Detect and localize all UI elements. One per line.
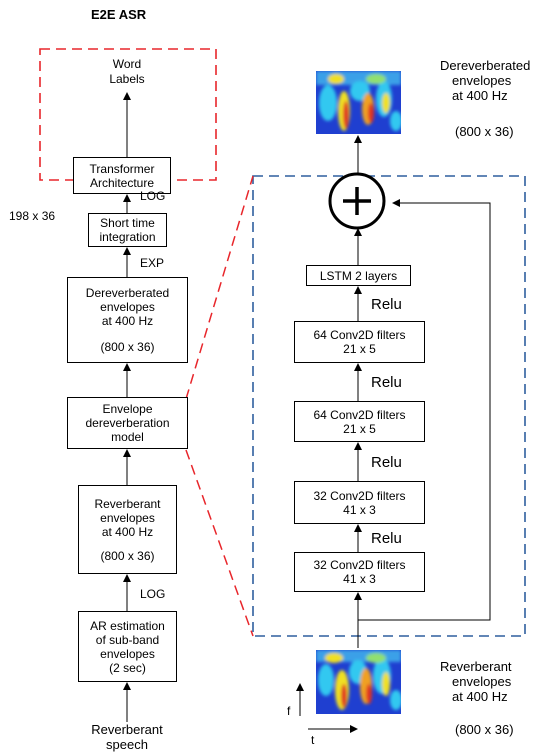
conv64-box-bottom: 64 Conv2D filters 21 x 5 xyxy=(294,401,425,442)
spectrogram-image-top xyxy=(316,71,401,134)
top-caption: Dereverberated envelopes at 400 Hz xyxy=(440,58,550,103)
label-line: envelopes xyxy=(452,674,512,689)
bottom-dims-label: (800 x 36) xyxy=(455,722,514,737)
box-line: envelopes xyxy=(100,510,155,525)
box-line: integration xyxy=(99,230,156,244)
box-line: envelopes xyxy=(100,646,155,661)
box-line: model xyxy=(111,430,144,444)
box-line: (800 x 36) xyxy=(100,548,155,563)
box-line: envelopes xyxy=(100,300,155,314)
label-line: at 400 Hz xyxy=(452,88,508,103)
label-line: Reverberant xyxy=(440,659,512,674)
label-line: at 400 Hz xyxy=(452,689,508,704)
box-line: 32 Conv2D filters xyxy=(313,558,406,572)
label-line: Reverberant xyxy=(91,722,163,737)
log-label-bottom: LOG xyxy=(140,587,166,601)
box-line: Reverberant xyxy=(94,496,161,511)
box-line: 64 Conv2D filters xyxy=(313,328,406,342)
relu-label-3: Relu xyxy=(371,454,402,471)
page-title: E2E ASR xyxy=(91,7,147,22)
bottom-caption: Reverberant envelopes at 400 Hz xyxy=(440,659,550,704)
conv64-box-top: 64 Conv2D filters 21 x 5 xyxy=(294,321,425,363)
dims-198-label: 198 x 36 xyxy=(9,209,56,223)
label-line: Dereverberated xyxy=(440,58,531,73)
dereverb-envelopes-box: Dereverberated envelopes at 400 Hz (800 … xyxy=(67,277,188,363)
box-line: (800 x 36) xyxy=(100,340,155,354)
box-line: 41 x 3 xyxy=(343,572,376,586)
box-line: 41 x 3 xyxy=(343,502,376,517)
box-line: dereverberation xyxy=(85,416,170,430)
envelope-dereverb-model-box: Envelope dereverberation model xyxy=(67,397,188,449)
short-time-box: Short time integration xyxy=(88,213,167,247)
box-line: 32 Conv2D filters xyxy=(313,488,406,503)
word-labels: Word Labels xyxy=(97,57,157,87)
box-line: of sub-band xyxy=(95,632,160,647)
label-line: envelopes xyxy=(452,73,512,88)
reverberant-envelopes-box: Reverberant envelopes at 400 Hz (800 x 3… xyxy=(78,485,177,574)
relu-label-2: Relu xyxy=(371,374,402,391)
reverberant-speech-label: Reverberant speech xyxy=(77,722,177,752)
box-line: 64 Conv2D filters xyxy=(313,407,406,422)
box-line: at 400 Hz xyxy=(101,314,154,328)
spectrogram-image-bottom xyxy=(316,650,401,714)
box-line: Architecture xyxy=(89,175,155,190)
axis-t-label: t xyxy=(311,733,315,747)
box-line: Dereverberated xyxy=(85,286,170,300)
box-line: (2 sec) xyxy=(109,660,146,675)
box-line: LSTM 2 layers xyxy=(319,268,398,283)
transformer-box: Transformer Architecture xyxy=(73,157,171,194)
axis-f-label: f xyxy=(287,704,291,718)
box-line: AR estimation xyxy=(90,618,165,633)
box-line: 21 x 5 xyxy=(343,342,376,356)
asr-dashed-frame xyxy=(39,48,217,181)
top-dims-label: (800 x 36) xyxy=(455,124,514,139)
box-line: Envelope xyxy=(102,402,153,416)
relu-label-1: Relu xyxy=(371,296,402,313)
lstm-box: LSTM 2 layers xyxy=(306,265,411,286)
conv32-box-bottom: 32 Conv2D filters 41 x 3 xyxy=(294,552,425,592)
label-line: speech xyxy=(106,737,148,752)
word-labels-line: Word xyxy=(112,57,142,71)
ar-estimation-box: AR estimation of sub-band envelopes (2 s… xyxy=(78,611,177,682)
box-line: Transformer xyxy=(89,161,155,176)
log-label-top: LOG xyxy=(140,189,166,203)
model-dashed-frame xyxy=(252,175,526,637)
box-line: Short time xyxy=(100,216,155,230)
box-line: 21 x 5 xyxy=(343,421,376,436)
relu-label-4: Relu xyxy=(371,530,402,547)
conv32-box-top: 32 Conv2D filters 41 x 3 xyxy=(294,481,425,524)
word-labels-line: Labels xyxy=(109,72,145,86)
exp-label: EXP xyxy=(140,256,165,270)
box-line: at 400 Hz xyxy=(101,524,154,539)
